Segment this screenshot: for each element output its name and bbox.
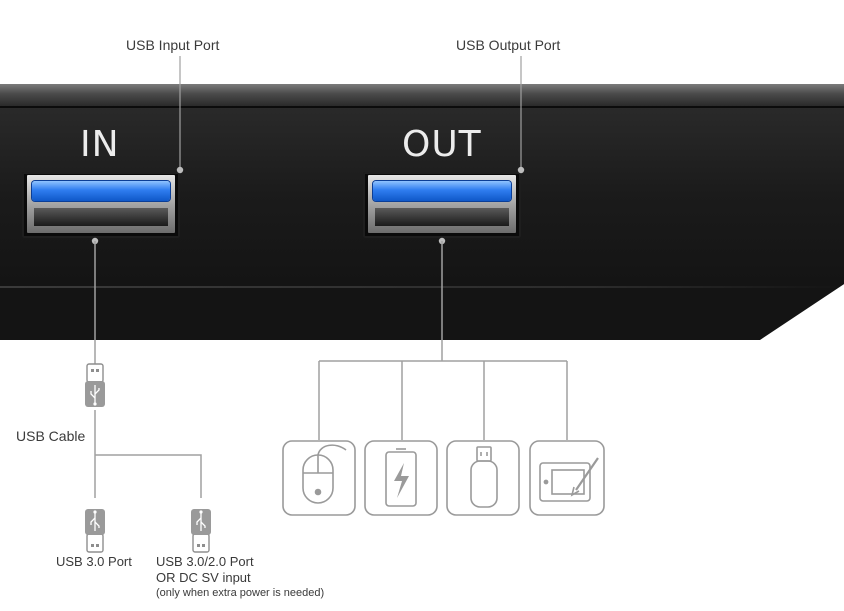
output-tree-lines: [318, 241, 568, 440]
device-seam: [0, 106, 844, 108]
input-callout-dot: [176, 166, 184, 174]
power-bank-icon: [364, 440, 438, 516]
usb-output-port[interactable]: [363, 172, 521, 238]
usb-3-port-label: USB 3.0 Port: [56, 554, 132, 569]
device-lower-edge: [0, 286, 844, 288]
usb-cable-label: USB Cable: [16, 428, 86, 444]
in-port-title: IN: [80, 124, 120, 165]
usb-input-port-label: USB Input Port: [126, 37, 220, 53]
port-slot: [375, 208, 509, 226]
usb-3-plug-icon: [84, 508, 106, 553]
usb-3-2-port-label: USB 3.0/2.0 Port: [156, 554, 254, 569]
usb-input-port[interactable]: [22, 172, 180, 238]
usb-3-2-plug-icon: [190, 508, 212, 553]
usb-output-port-label: USB Output Port: [456, 37, 561, 53]
out-port-title: OUT: [402, 124, 482, 165]
output-callout-dot: [517, 166, 525, 174]
usb-flash-drive-icon: [446, 440, 520, 516]
mouse-icon: [282, 440, 356, 516]
port-slot: [34, 208, 168, 226]
port-tongue: [373, 181, 511, 201]
drawing-tablet-icon: [529, 440, 605, 516]
port-tongue: [32, 181, 170, 201]
dc-input-label: OR DC SV input: [156, 570, 251, 585]
power-note-label: (only when extra power is needed): [156, 587, 325, 599]
usb-cable-plug-icon: [84, 363, 106, 408]
